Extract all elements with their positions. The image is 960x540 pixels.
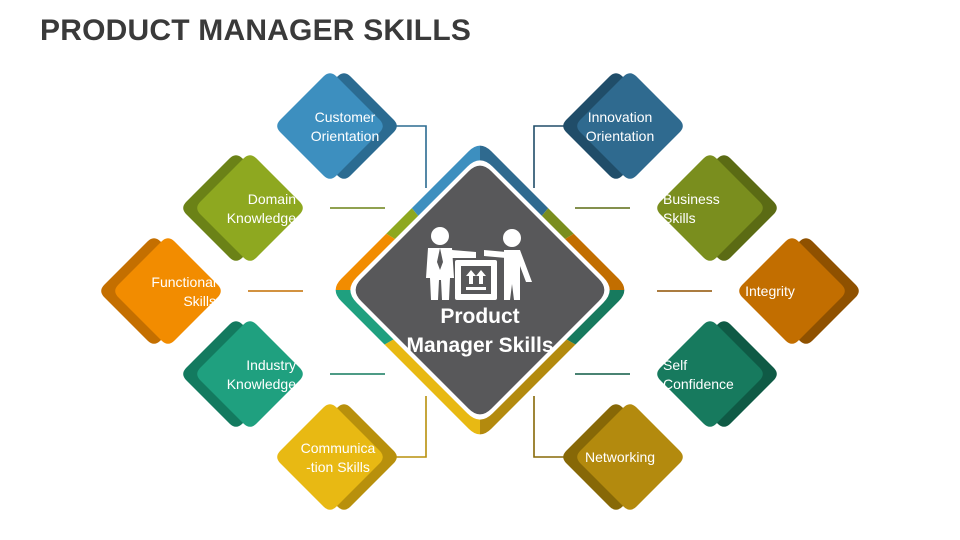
skill-diamond [277,404,383,510]
skill-diamond [577,404,683,510]
skill-label-communication-skills: -tion Skills [306,459,370,475]
page-title: PRODUCT MANAGER SKILLS [40,14,472,47]
skill-label-innovation-orientation: Orientation [586,128,654,144]
skill-node-communication-skills: Communica -tion Skills [277,404,397,510]
two-people-with-box-icon [426,227,532,300]
skill-label-self-confidence: Self [663,357,687,373]
connector-networking [533,396,574,458]
center-label-line1: Product [440,305,519,328]
skill-node-integrity: Integrity [739,238,859,344]
skill-label-networking: Networking [585,449,655,465]
skill-diamond [197,321,303,427]
skill-label-domain-knowledge: Knowledge [227,210,296,226]
skill-diamond [115,238,221,344]
skill-label-domain-knowledge: Domain [248,191,296,207]
connector-lines [248,125,712,458]
skill-diamond [657,155,763,261]
skill-diamond [577,73,683,179]
skill-label-self-confidence: Confidence [663,376,734,392]
skill-diamond [277,73,383,179]
skill-label-industry-knowledge: Industry [246,357,296,373]
connector-innovation-orientation [533,125,574,188]
skill-diamond [657,321,763,427]
connector-customer-orientation [386,125,427,188]
skill-node-networking: Networking [563,404,683,510]
connector-communication-skills [386,396,427,458]
skill-label-customer-orientation: Orientation [311,128,379,144]
skill-label-integrity: Integrity [745,283,795,299]
skill-nodes: CustomerOrientationDomainKnowledgeFuncti… [101,73,859,510]
skill-label-functional-skills: Skills [183,293,216,309]
skill-diamond [739,238,845,344]
skill-label-communication-skills: Communica [301,440,376,456]
skill-label-functional-skills: Functional [151,274,216,290]
skill-label-business-skills: Skills [663,210,696,226]
skill-diamond [197,155,303,261]
skill-label-customer-orientation: Customer [315,109,376,125]
skill-label-industry-knowledge: Knowledge [227,376,296,392]
skill-label-innovation-orientation: Innovation [588,109,653,125]
skill-label-business-skills: Business [663,191,720,207]
center-label-line2: Manager Skills [406,334,553,357]
